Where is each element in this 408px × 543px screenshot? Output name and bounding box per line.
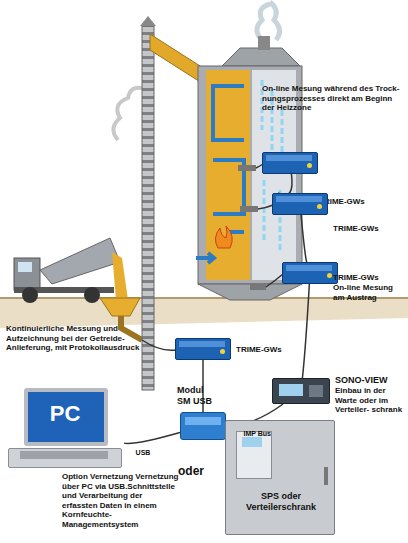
trime-node: TRIME-GWsOn-line Mesung am Austrag: [282, 262, 338, 284]
dryer-funnel: [198, 284, 302, 300]
elevator-pole: [142, 26, 154, 390]
node-title: TRIME-GWs: [333, 224, 403, 234]
cable: [302, 284, 309, 378]
trime-node: TRIME-GWs: [262, 152, 318, 174]
probe: [250, 284, 266, 290]
node-title: TRIME-GWs: [236, 345, 306, 355]
note-label: Option Vernetzung Vernetzung über PC via…: [62, 472, 180, 529]
trime-node: TRIME-GWs: [272, 193, 328, 215]
module-node: Modul SM USB: [180, 412, 226, 440]
note-label: oder: [178, 464, 218, 478]
device-face: [185, 417, 221, 425]
truck-window: [18, 262, 32, 272]
device-led: [220, 349, 225, 354]
ground: [0, 298, 408, 328]
cable-label: IMP Bus: [244, 429, 272, 439]
steam: [257, 2, 280, 40]
dump-bed: [40, 238, 120, 284]
node-title: TRIME-GWs: [319, 197, 389, 207]
cable: [124, 433, 180, 444]
node-note: Einbau in der Warte oder im Verteiler- s…: [335, 386, 407, 415]
node-title: TRIME-GWs: [333, 273, 405, 283]
keyboard: [20, 451, 108, 459]
intake-hopper: [100, 298, 140, 316]
truck-cab: [14, 258, 40, 290]
wheel: [84, 287, 100, 303]
device-face: [179, 341, 225, 347]
trime-node: TRIME-GWs: [175, 338, 231, 360]
flame: [215, 226, 232, 248]
node-note: On-line Mesung am Austrag: [333, 283, 405, 302]
keypad: [309, 385, 323, 397]
probe: [240, 206, 258, 212]
device-face: [276, 196, 322, 202]
steam: [113, 88, 142, 140]
note-label: Kontinuierliche Messung und Aufzeichnung…: [6, 324, 144, 353]
air-flow: [213, 86, 244, 232]
probe: [238, 165, 256, 171]
cable: [278, 174, 292, 195]
display: [279, 384, 303, 396]
sono-node: SONO-VIEWEinbau in der Warte oder im Ver…: [272, 378, 330, 404]
sps-node: SPS oder Verteilerschrank: [225, 420, 335, 535]
device-face: [266, 155, 312, 161]
wheel: [22, 287, 38, 303]
pole-cap: [140, 16, 156, 26]
dryer-top: [222, 48, 300, 66]
probe-cable: [142, 164, 283, 350]
grain-column: [206, 70, 250, 280]
note-label: On-line Mesung während des Trock- nungsp…: [262, 84, 402, 113]
device-face: [286, 265, 332, 271]
cable-label: USB: [136, 448, 151, 458]
device-led: [307, 163, 312, 168]
node-title: Modul SM USB: [177, 385, 215, 406]
pc-node: PC: [6, 388, 124, 470]
grain-flow: [112, 252, 128, 300]
node-title: PC: [24, 402, 106, 426]
handle: [324, 467, 328, 485]
device-led: [317, 204, 322, 209]
inlet-arrow: [196, 253, 214, 263]
exhaust: [258, 36, 270, 50]
display: [242, 437, 262, 447]
cable: [301, 215, 307, 262]
node-title: SPS oder Verteilerschrank: [234, 491, 328, 512]
device-led: [327, 273, 332, 278]
node-title: SONO-VIEW: [335, 375, 407, 386]
